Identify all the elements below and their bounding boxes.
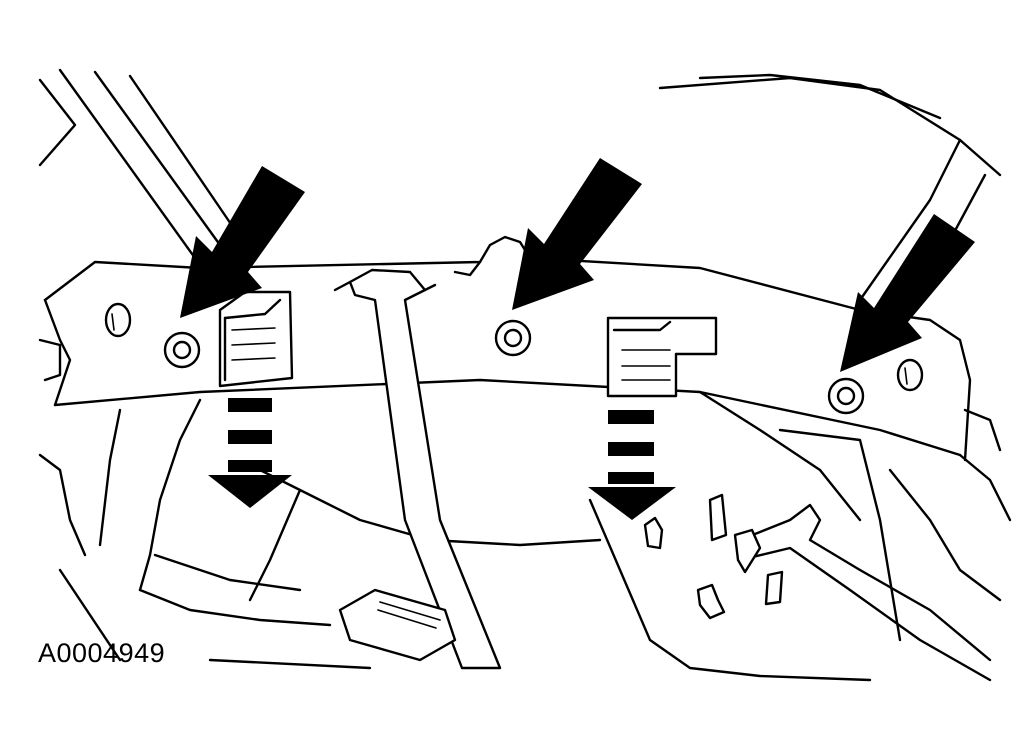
seat-belt-strap <box>333 268 502 670</box>
push-pin-fastener-icon <box>494 319 532 357</box>
retaining-clip-icon <box>606 316 718 398</box>
dashed-down-arrow-icon <box>208 398 292 508</box>
right-belt-webbing <box>733 503 992 682</box>
loose-clips <box>643 493 784 620</box>
figure-code-label: A0004949 <box>38 638 166 668</box>
clip-icon <box>708 493 728 542</box>
dashed-down-arrow-icon <box>588 410 676 520</box>
mounting-slots <box>104 302 924 392</box>
diagonal-solid-arrow-icon <box>512 158 642 310</box>
push-pin-fastener-icon <box>827 377 865 415</box>
rear-window-frame <box>38 68 1002 307</box>
push-pin-fastener-icon <box>163 331 201 369</box>
retaining-clip-icon <box>218 290 294 388</box>
clip-icon <box>696 583 726 620</box>
seat-cavity <box>38 390 1012 682</box>
clip-icon <box>643 516 664 550</box>
diagonal-solid-arrow-icon <box>180 166 305 318</box>
diagonal-solid-arrow-icon <box>840 214 975 372</box>
clip-icon <box>764 570 784 606</box>
seat-belt-buckle <box>338 588 457 662</box>
